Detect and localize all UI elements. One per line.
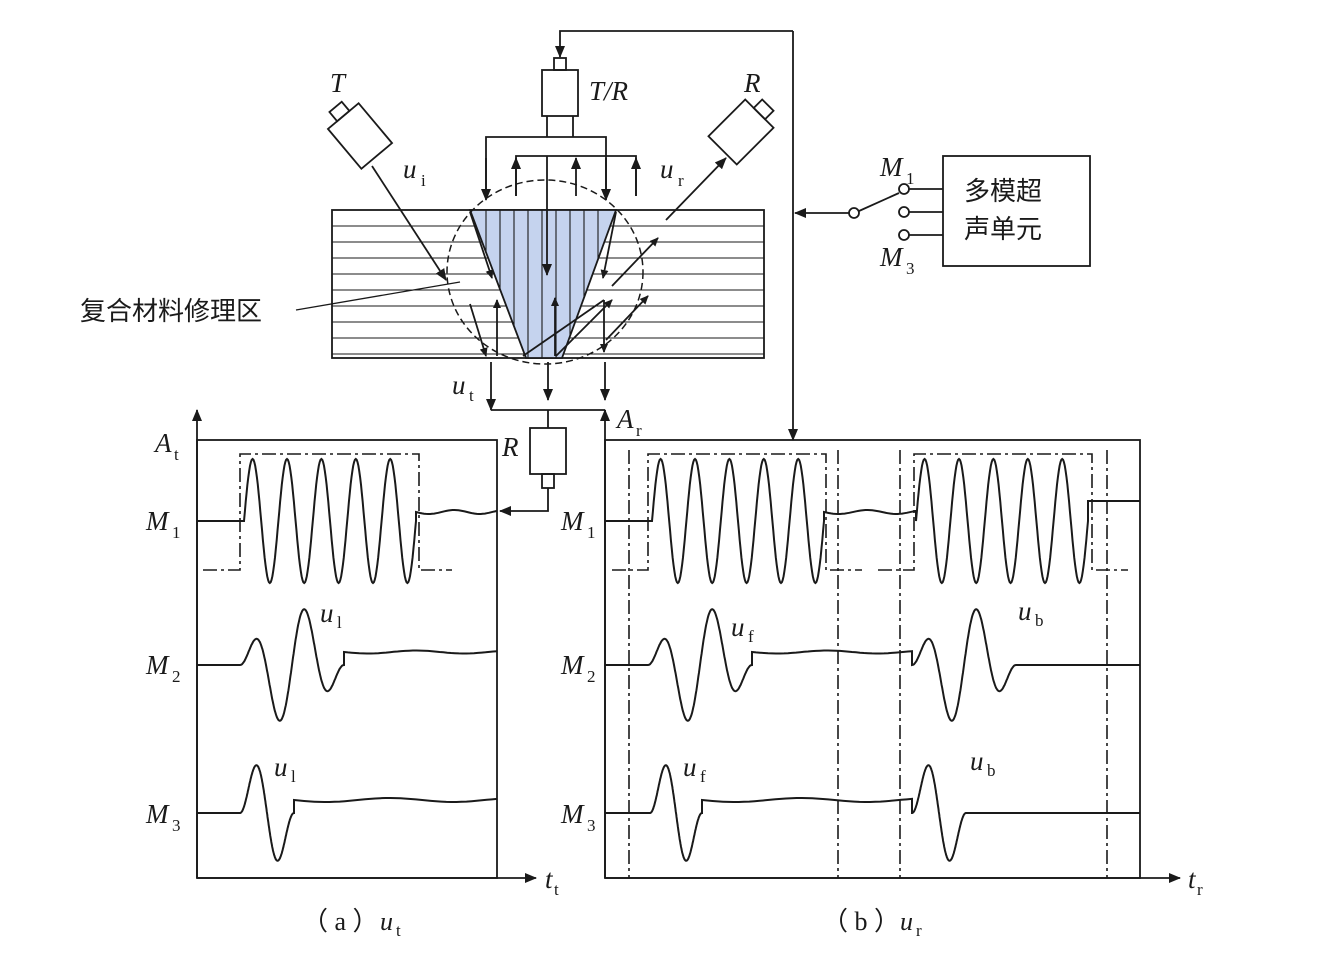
repair-zone-fill	[470, 210, 616, 358]
panel-a-caption-prefix: （ a ）	[302, 907, 379, 936]
panel-b-caption-prefix: （ b ）	[822, 907, 900, 936]
panel-a-row2-label-sub: 2	[172, 667, 181, 686]
panel-a-y-label-sub: t	[174, 445, 179, 464]
panel-b-x-label: t	[1188, 864, 1197, 894]
panel-a-row2-label: M	[145, 650, 170, 680]
panel-a-row3-label-sub: 3	[172, 816, 181, 835]
transducer-r-top-label: R	[743, 68, 761, 98]
panel-b-row1-label: M	[560, 506, 585, 536]
reflected-wave-arrow	[665, 157, 727, 221]
panel-a-x-label: t	[545, 864, 554, 894]
panel-a-row3-label: M	[145, 799, 170, 829]
panel-b-row3-label-sub: 3	[587, 816, 596, 835]
transducer-r-top	[707, 98, 775, 166]
panel-a-gate	[203, 453, 452, 571]
multimode-unit-line1: 多模超	[964, 177, 1042, 207]
panel-a-row1-label-sub: 1	[172, 523, 181, 542]
switch-m3-label-sub: 3	[906, 259, 915, 278]
ut-label: u	[452, 370, 466, 400]
ut-label-sub: t	[469, 386, 474, 405]
tr-bracket	[485, 136, 607, 196]
panel-b-gate-front	[612, 453, 862, 571]
panel-b-m3-back-label-sub: b	[987, 761, 996, 780]
multimode-unit-line2: 声单元	[964, 215, 1042, 245]
panel-b-m3-wave	[605, 764, 1140, 862]
panel-b-y-label-sub: r	[636, 421, 642, 440]
panel-b-m1-wave	[605, 457, 1140, 585]
panel-b-y-label: A	[615, 404, 634, 434]
panel-a-row1-label: M	[145, 506, 170, 536]
panel-b-gate-back	[878, 453, 1128, 571]
repair-zone-outline	[468, 209, 618, 359]
panel-a-m2-wave-label-sub: l	[337, 613, 342, 632]
switch-m1-label: M	[879, 152, 904, 182]
panel-b-m3-front-label: u	[683, 752, 697, 782]
switch-m3-label: M	[879, 242, 904, 272]
incident-wave-arrow	[371, 165, 447, 281]
switch-pivot	[848, 207, 860, 219]
panel-a-caption-symbol: u	[380, 907, 393, 936]
transducer-tr-label: T/R	[589, 76, 629, 106]
repair-zone-dashed-circle	[446, 179, 644, 365]
panel-b-m2-back-label-sub: b	[1035, 611, 1044, 630]
panel-b-m3-front-label-sub: f	[700, 767, 706, 786]
transducer-r-bottom	[529, 427, 567, 489]
panel-b-x-label-sub: r	[1197, 880, 1203, 899]
ui-label: u	[403, 154, 417, 184]
multimode-unit-box	[942, 155, 1091, 267]
ur-label: u	[660, 154, 674, 184]
panel-b-m2-front-label: u	[731, 612, 745, 642]
panel-a-m3-wave-label-sub: l	[291, 767, 296, 786]
transducer-tr	[541, 57, 579, 117]
panel-b-m3-back-label: u	[970, 746, 984, 776]
switch-m1-label-sub: 1	[906, 169, 915, 188]
repair-zone-label: 复合材料修理区	[80, 297, 262, 327]
panel-a-m3-wave	[197, 764, 498, 862]
panel-b-m2-wave	[605, 608, 1140, 722]
repair-zone-ply-lines	[485, 210, 599, 358]
panel-a-m2-wave	[197, 608, 498, 722]
panel-a-m1-wave	[197, 457, 498, 585]
panel-b-row2-label: M	[560, 650, 585, 680]
panel-a-m2-wave-label: u	[320, 598, 334, 628]
panel-a-x-label-sub: t	[554, 880, 559, 899]
panel-a-m3-wave-label: u	[274, 752, 288, 782]
panel-b-m2-front-label-sub: f	[748, 627, 754, 646]
panel-a-caption-symbol-sub: t	[396, 921, 401, 940]
panel-b-caption-symbol: u	[900, 907, 913, 936]
switch-blade	[858, 192, 900, 212]
switch-contact-m3	[898, 229, 910, 241]
repair-zone-leader	[295, 281, 461, 311]
switch-contact-m2	[898, 206, 910, 218]
switch-contact-m1	[898, 183, 910, 195]
r-bottom-signal-line	[499, 488, 549, 516]
transducer-r-bottom-label: R	[501, 432, 519, 462]
panel-b-row3-label: M	[560, 799, 585, 829]
panel-a-y-label: A	[153, 428, 172, 458]
panel-b-m2-back-label: u	[1018, 596, 1032, 626]
tr-feed-line	[555, 30, 793, 58]
transducer-t	[326, 100, 394, 171]
panel-b: A r t r M 1 M 2 M 3 u f u b u f u b （ b …	[560, 404, 1203, 940]
panel-b-caption-symbol-sub: r	[916, 921, 922, 940]
ur-label-sub: r	[678, 171, 684, 190]
composite-plate	[331, 179, 765, 365]
ui-label-sub: i	[421, 171, 426, 190]
transducer-t-label: T	[330, 68, 347, 98]
panel-b-row1-label-sub: 1	[587, 523, 596, 542]
panel-b-row2-label-sub: 2	[587, 667, 596, 686]
panel-a: A t t t M 1 M 2 M 3 u l u l （ a ） u t	[145, 409, 559, 940]
